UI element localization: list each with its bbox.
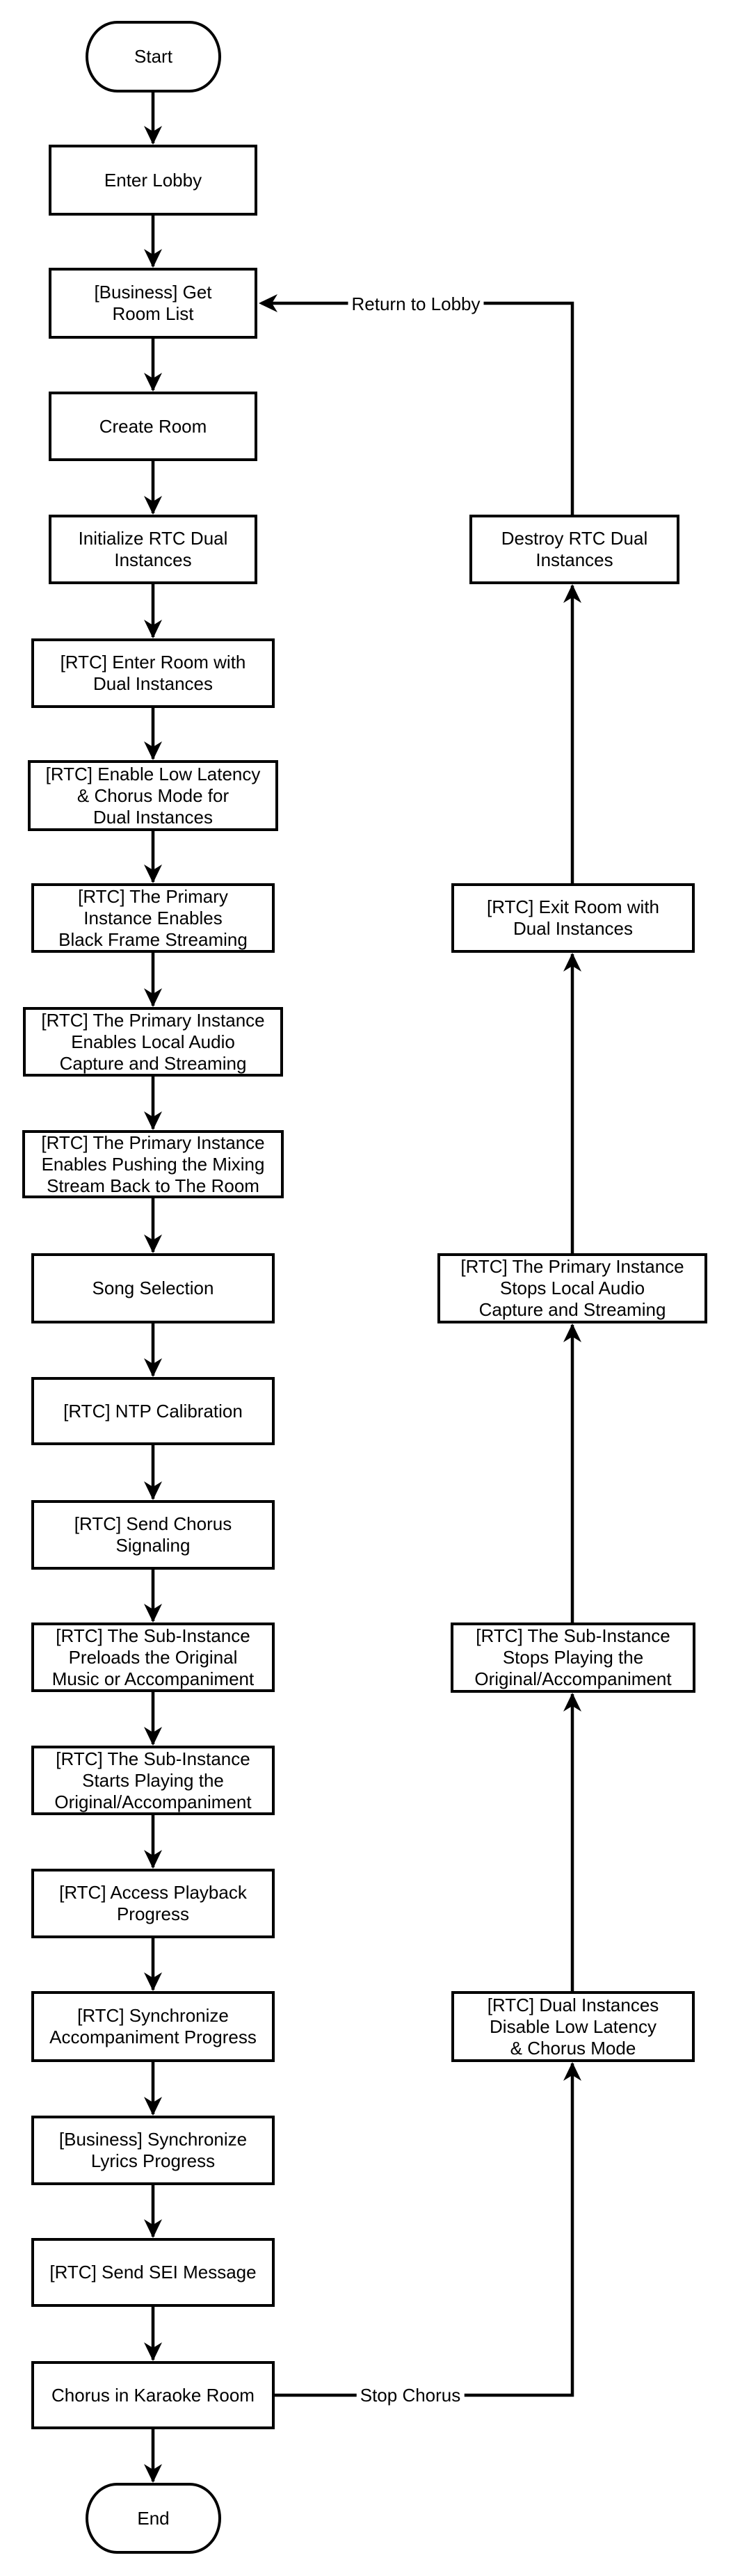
connector-stop-chorus [275, 2063, 574, 2397]
arrowhead-down-icon [144, 1604, 162, 1623]
node-get-room-list-label: [Business] Get Room List [94, 282, 212, 324]
node-destroy-rtc-label: Destroy RTC Dual Instances [501, 528, 648, 570]
node-create-room: Create Room [49, 392, 257, 461]
node-stop-local-audio: [RTC] The Primary Instance Stops Local A… [437, 1253, 707, 1323]
arrowhead-down-icon [144, 2219, 162, 2238]
node-start-playing: [RTC] The Sub-Instance Starts Playing th… [31, 1746, 275, 1815]
node-preload-label: [RTC] The Sub-Instance Preloads the Orig… [51, 1625, 255, 1689]
node-start-label: Start [134, 46, 172, 67]
arrowheads [144, 126, 581, 2483]
node-stop-local-audio-label: [RTC] The Primary Instance Stops Local A… [460, 1256, 684, 1320]
node-enable-low-latency: [RTC] Enable Low Latency & Chorus Mode f… [28, 760, 278, 831]
node-black-frame-label: [RTC] The Primary Instance Enables Black… [58, 885, 248, 950]
node-stop-playing-label: [RTC] The Sub-Instance Stops Playing the… [474, 1625, 672, 1689]
node-local-audio: [RTC] The Primary Instance Enables Local… [23, 1007, 283, 1077]
arrowhead-down-icon [144, 1481, 162, 1500]
arrowhead-up-icon [563, 1323, 581, 1342]
node-sync-lyrics-label: [Business] Synchronize Lyrics Progress [58, 2129, 248, 2171]
node-destroy-rtc: Destroy RTC Dual Instances [469, 515, 679, 584]
node-send-sei: [RTC] Send SEI Message [31, 2238, 275, 2307]
node-start: Start [86, 21, 221, 92]
arrowhead-up-icon [563, 584, 581, 603]
arrowhead-left-icon [259, 294, 277, 312]
node-start-playing-label: [RTC] The Sub-Instance Starts Playing th… [54, 1748, 252, 1812]
node-playback-progress-label: [RTC] Access Playback Progress [59, 1882, 247, 1924]
arrowhead-down-icon [144, 1234, 162, 1253]
node-enter-room: [RTC] Enter Room with Dual Instances [31, 638, 275, 708]
node-enable-low-latency-label: [RTC] Enable Low Latency & Chorus Mode f… [45, 763, 261, 828]
node-disable-low-latency: [RTC] Dual Instances Disable Low Latency… [451, 1991, 695, 2062]
node-ntp-calibration-label: [RTC] NTP Calibration [63, 1400, 243, 1422]
node-push-mixing-label: [RTC] The Primary Instance Enables Pushi… [41, 1132, 265, 1196]
node-song-selection-label: Song Selection [92, 1278, 214, 1298]
node-disable-low-latency-label: [RTC] Dual Instances Disable Low Latency… [487, 1994, 659, 2059]
arrowhead-down-icon [144, 2342, 162, 2361]
node-end: End [86, 2483, 221, 2554]
node-init-rtc: Initialize RTC Dual Instances [49, 515, 257, 584]
node-preload: [RTC] The Sub-Instance Preloads the Orig… [31, 1623, 275, 1692]
arrowhead-down-icon [144, 496, 162, 515]
arrowhead-down-icon [144, 620, 162, 638]
node-enter-lobby: Enter Lobby [49, 145, 257, 216]
arrowhead-down-icon [144, 249, 162, 268]
arrowhead-up-icon [563, 953, 581, 972]
arrowhead-down-icon [144, 2464, 162, 2483]
arrowhead-down-icon [144, 988, 162, 1007]
node-sync-lyrics: [Business] Synchronize Lyrics Progress [31, 2116, 275, 2185]
node-chorus-signaling: [RTC] Send Chorus Signaling [31, 1500, 275, 1570]
node-sync-accompaniment-label: [RTC] Synchronize Accompaniment Progress [49, 2005, 257, 2047]
node-get-room-list: [Business] Get Room List [49, 268, 257, 339]
node-init-rtc-label: Initialize RTC Dual Instances [78, 528, 228, 570]
node-enter-lobby-label: Enter Lobby [104, 169, 202, 191]
node-ntp-calibration: [RTC] NTP Calibration [31, 1377, 275, 1445]
arrowhead-down-icon [144, 2097, 162, 2116]
node-exit-room-label: [RTC] Exit Room with Dual Instances [486, 896, 659, 939]
arrowhead-down-icon [144, 1111, 162, 1130]
edge-label-stop-chorus: Stop Chorus [356, 2385, 465, 2406]
node-exit-room: [RTC] Exit Room with Dual Instances [451, 883, 695, 953]
arrowhead-down-icon [144, 864, 162, 883]
node-local-audio-label: [RTC] The Primary Instance Enables Local… [41, 1009, 265, 1074]
node-send-sei-label: [RTC] Send SEI Message [49, 2262, 257, 2283]
node-sync-accompaniment: [RTC] Synchronize Accompaniment Progress [31, 1991, 275, 2062]
node-chorus-room: Chorus in Karaoke Room [31, 2361, 275, 2429]
arrowhead-down-icon [144, 1850, 162, 1869]
arrowhead-up-icon [563, 1693, 581, 1712]
connector-return-to-lobby [261, 301, 574, 515]
arrowhead-down-icon [144, 1358, 162, 1377]
node-chorus-signaling-label: [RTC] Send Chorus Signaling [74, 1513, 232, 1556]
arrowhead-down-icon [144, 126, 162, 145]
arrowhead-down-icon [144, 1972, 162, 1991]
node-end-label: End [137, 2507, 170, 2529]
arrowhead-down-icon [144, 1727, 162, 1746]
node-playback-progress: [RTC] Access Playback Progress [31, 1869, 275, 1938]
node-song-selection: Song Selection [31, 1253, 275, 1323]
arrowhead-up-icon [563, 2062, 581, 2081]
edge-label-return-to-lobby: Return to Lobby [348, 293, 484, 314]
node-chorus-room-label: Chorus in Karaoke Room [51, 2384, 255, 2406]
arrowhead-down-icon [144, 373, 162, 392]
node-create-room-label: Create Room [99, 415, 207, 437]
node-push-mixing: [RTC] The Primary Instance Enables Pushi… [22, 1130, 284, 1198]
node-enter-room-label: [RTC] Enter Room with Dual Instances [60, 652, 246, 694]
node-stop-playing: [RTC] The Sub-Instance Stops Playing the… [451, 1623, 695, 1693]
node-black-frame: [RTC] The Primary Instance Enables Black… [31, 883, 275, 953]
arrowhead-down-icon [144, 741, 162, 760]
